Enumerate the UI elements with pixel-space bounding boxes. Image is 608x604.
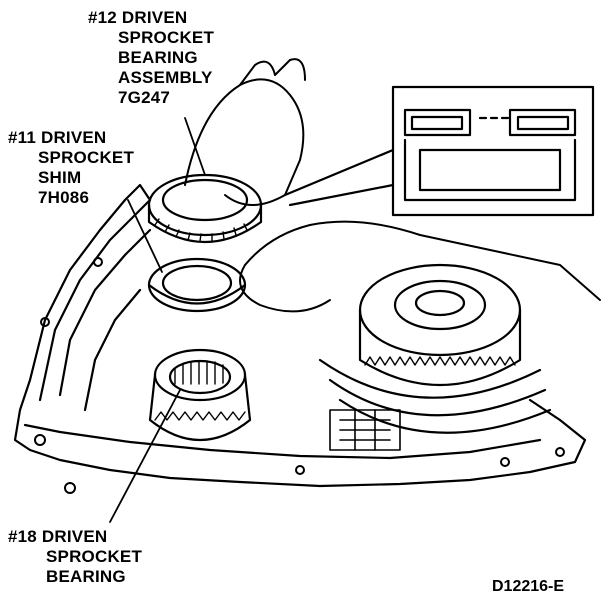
shim-inner [161,264,233,302]
leader-11 [127,199,163,273]
valve-body [329,409,401,451]
sprocket-side [358,308,522,387]
callout-18-line-3: BEARING [46,567,126,586]
bearing-rollers [154,218,248,242]
hands [184,58,601,313]
bearing-side [147,203,263,244]
callout-part-18: #18 DRIVEN SPROCKET BEARING [8,527,142,587]
lower-hand [244,220,601,301]
callout-12-line-3: BEARING [118,48,198,67]
valve-passages [339,409,391,451]
leader-lines [109,117,206,523]
bolt-hole [40,317,50,327]
case-flange [23,423,542,460]
callout-11-line-2: SPROCKET [38,148,135,167]
case-outline [13,183,587,488]
bolt-hole [500,457,510,467]
clutch-plates [318,358,552,434]
callout-11-line-4: 7H086 [38,188,90,207]
upper-hand [184,78,305,206]
leader-12 [184,117,206,176]
bolt-holes [34,257,565,494]
bolt-hole [93,257,103,267]
bolt-hole [64,482,76,494]
bearing-inner-race [161,178,249,222]
lower-fingers [239,264,331,313]
bearing-18 [148,348,252,441]
inset-pointer [283,148,395,207]
upper-fingers [239,58,306,86]
callout-11-number: #11 [8,128,37,147]
callout-12-line-1: DRIVEN [121,8,188,27]
shim-edge [147,283,247,305]
drive-sprocket [318,263,552,434]
callout-12-line-4: ASSEMBLY [118,68,213,87]
shim-11 [147,257,247,313]
inset-housing [403,138,577,202]
sprocket-face [358,263,522,357]
valve-block [329,409,401,451]
figure-code: D12216-E [492,578,565,595]
case-inner-rim-2 [83,288,142,412]
callout-12-line-5: 7G247 [118,88,171,107]
callout-18-line-2: SPROCKET [46,547,143,566]
bearing-18-rollers [174,360,224,385]
callout-part-12: #12 DRIVEN SPROCKET BEARING ASSEMBLY 7G2… [88,8,214,108]
bolt-hole [295,465,305,475]
callout-part-11: #11 DRIVEN SPROCKET SHIM 7H086 [8,128,134,208]
bearing-18-bore [148,373,252,441]
bearing-assembly-12 [147,173,263,244]
bearing-18-inner [168,359,232,395]
sprocket-teeth [364,356,516,366]
bolt-hole [555,447,565,457]
callout-12-number: #12 [88,8,117,27]
case-inner-rim [58,228,152,397]
callout-11-line-1: DRIVEN [40,128,107,147]
bolt-hole [34,434,46,446]
sprocket-hub [393,279,487,331]
callout-12-line-2: SPROCKET [118,28,215,47]
inset-left-bearing [403,108,472,137]
sprocket-bore [414,289,466,317]
callout-18-line-1: DRIVEN [41,527,108,546]
inset-detail [283,85,595,217]
inset-right-bearing [508,108,577,137]
callout-18-number: #18 [8,527,37,546]
bearing-18-teeth [154,411,246,421]
leader-18 [109,389,181,523]
callout-11-line-3: SHIM [38,168,82,187]
